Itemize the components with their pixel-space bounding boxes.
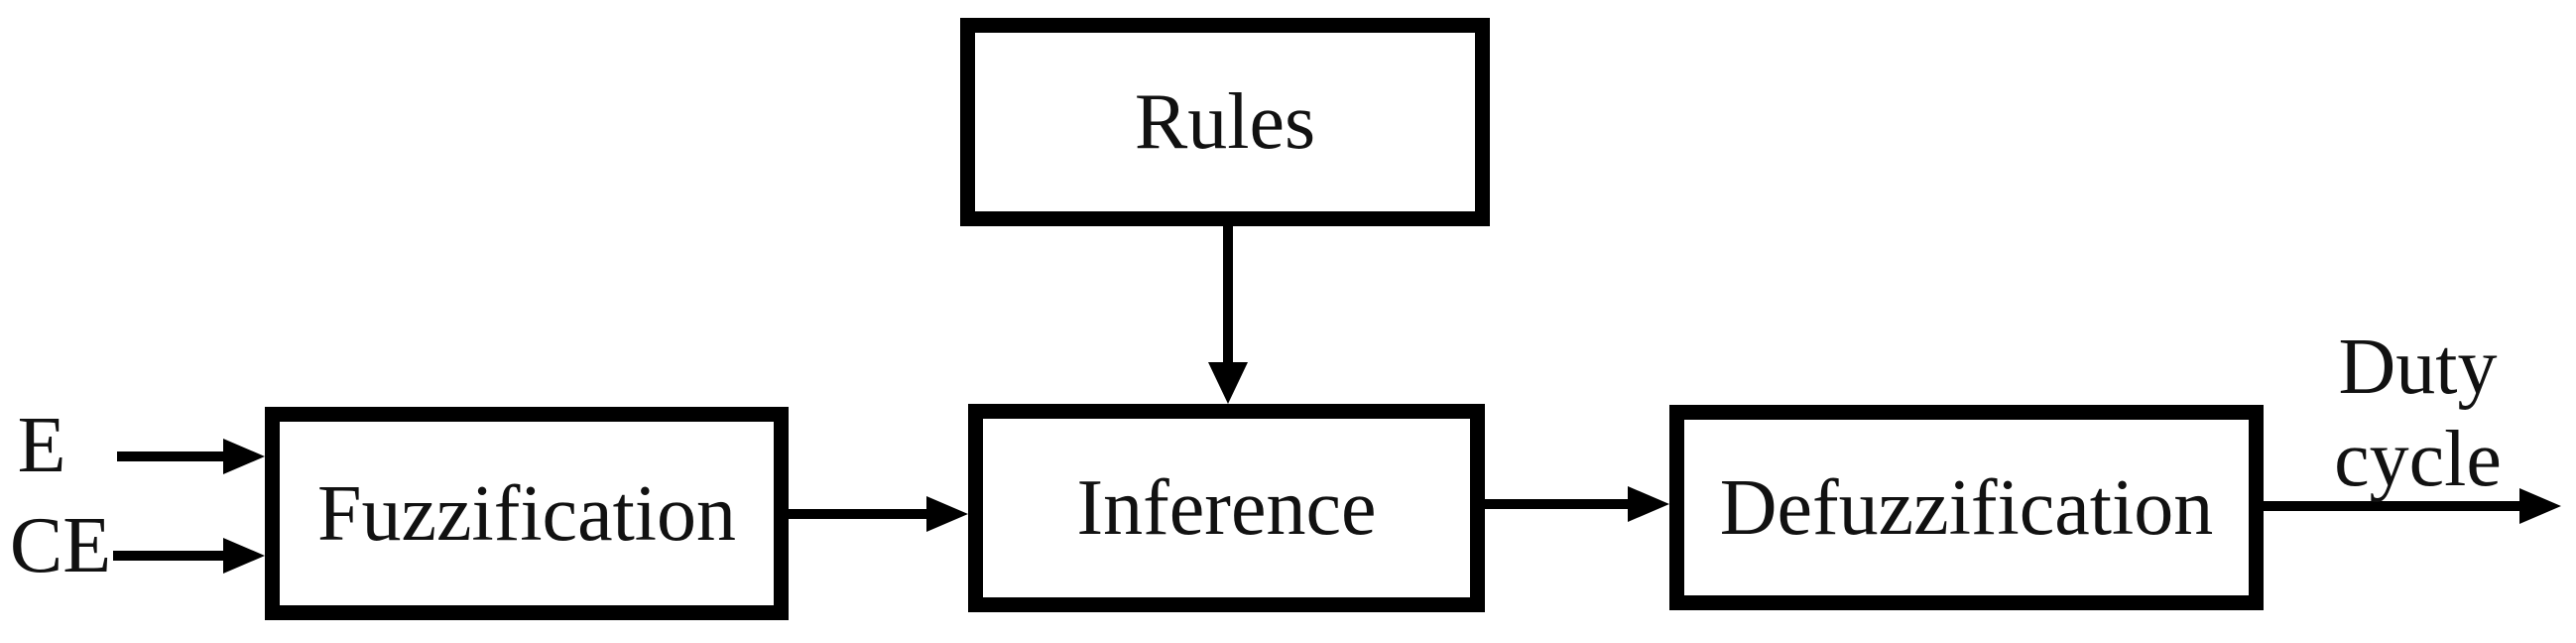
node-rules-label: Rules	[1134, 78, 1316, 166]
arrowhead-right-icon	[926, 496, 968, 532]
arrow-shaft	[1485, 499, 1636, 509]
arrow-ce-to-fuzzification	[113, 538, 265, 574]
arrowhead-right-icon	[2519, 488, 2561, 524]
node-inference-label: Inference	[1076, 464, 1377, 552]
arrowhead-right-icon	[223, 538, 265, 574]
arrow-shaft	[789, 509, 934, 519]
arrowhead-down-icon	[1208, 362, 1248, 404]
node-rules: Rules	[960, 18, 1490, 226]
arrow-inference-to-defuzzification	[1485, 486, 1669, 522]
output-label-duty-cycle: Duty cycle	[2311, 320, 2524, 508]
arrow-shaft	[2264, 501, 2527, 511]
node-defuzzification: Defuzzification	[1669, 405, 2264, 610]
arrow-e-to-fuzzification	[117, 439, 265, 474]
arrow-shaft	[113, 551, 231, 561]
node-fuzzification-label: Fuzzification	[316, 469, 737, 558]
output-label-line2: cycle	[2334, 416, 2502, 503]
input-label-ce: CE	[9, 502, 112, 589]
node-inference: Inference	[968, 404, 1485, 612]
input-label-e: E	[17, 402, 66, 489]
arrow-rules-to-inference	[1208, 226, 1248, 404]
arrowhead-right-icon	[1628, 486, 1669, 522]
output-label-line1: Duty	[2338, 323, 2498, 412]
arrow-shaft	[117, 451, 231, 461]
node-fuzzification: Fuzzification	[265, 407, 789, 620]
arrow-shaft	[1223, 226, 1233, 370]
arrow-fuzzification-to-inference	[789, 496, 968, 532]
node-defuzzification-label: Defuzzification	[1719, 463, 2214, 552]
arrowhead-right-icon	[223, 439, 265, 474]
arrow-defuzzification-to-output	[2264, 488, 2561, 524]
